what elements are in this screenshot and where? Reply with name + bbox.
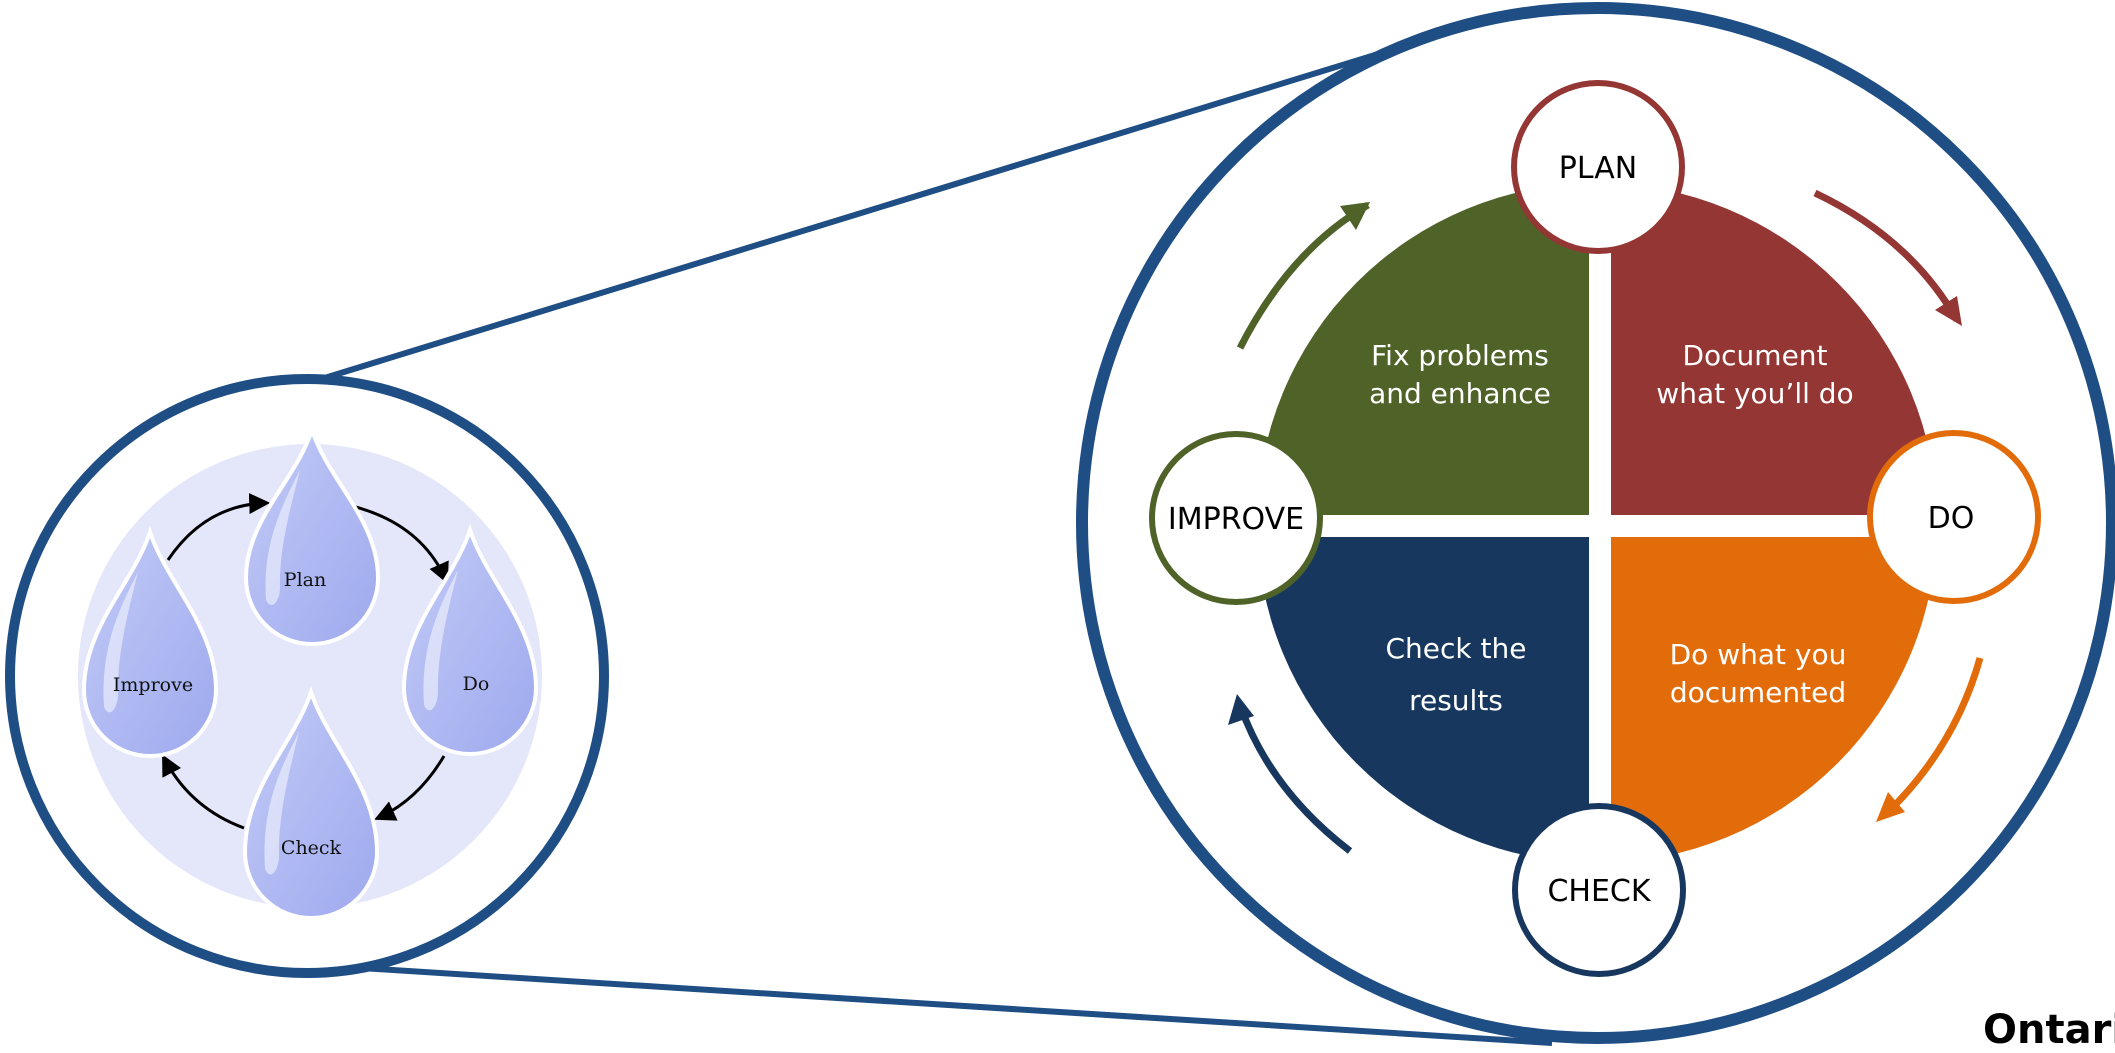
quadrant-improve [1257,183,1597,523]
arrowhead-navy [1228,694,1254,725]
big-cycle-lens: Fix problems and enhance Document what y… [1076,2,2115,1044]
arrow-plan-to-do [1813,189,1961,322]
arrow-check-to-improve [162,754,245,830]
drop-cycle-background [78,444,542,908]
arrow-do-to-check [1882,657,1984,818]
node-improve-label: IMPROVE [1168,502,1304,537]
quadrant-check-text-2: results [1409,684,1503,717]
arrow-improve-to-plan [166,493,271,561]
drop-improve [81,525,219,758]
quadrant-plan-text-2: what you’ll do [1656,377,1853,410]
quadrant-check-text-1: Check the [1386,632,1527,665]
small-cycle-lens: Plan Do Improve Check [5,374,609,978]
quadrant-do-text-2: documented [1670,676,1846,709]
zoom-connector-top [304,32,1441,387]
zoom-connector-bottom [344,964,1553,1046]
ontario-logo-text: Ontario [1983,1007,2115,1053]
arrow-check-to-improve [1236,703,1353,854]
quadrant-divider-horizontal [1250,515,1950,537]
arrowhead-green [1340,202,1370,230]
drop-label-plan: Plan [284,569,326,591]
arrow-do-to-check [374,755,446,821]
quadrant-do [1597,523,1937,863]
arrowhead-orange [1876,792,1905,822]
drop-check [242,685,380,920]
quadrant-plan [1597,183,1937,523]
node-improve: IMPROVE [1149,431,1323,605]
node-do-label: DO [1928,501,1975,536]
drop-plan [243,423,381,646]
node-do: DO [1867,430,2041,604]
node-plan: PLAN [1511,80,1685,254]
quadrant-improve-text-1: Fix problems [1371,339,1549,372]
drop-label-do: Do [463,673,490,695]
quadrant-improve-text-2: and enhance [1369,377,1551,410]
quadrant-plan-text-1: Document [1682,339,1827,372]
quadrant-do-text-1: Do what you [1670,638,1847,671]
node-check: CHECK [1512,803,1686,977]
drop-label-improve: Improve [113,674,193,696]
arrow-plan-to-do [347,503,449,584]
node-plan-label: PLAN [1559,151,1637,186]
arrowhead-red [1935,296,1962,326]
quadrant-check [1257,523,1597,863]
drop-do [401,523,539,756]
drop-label-check: Check [281,837,342,859]
node-check-label: CHECK [1547,874,1651,909]
